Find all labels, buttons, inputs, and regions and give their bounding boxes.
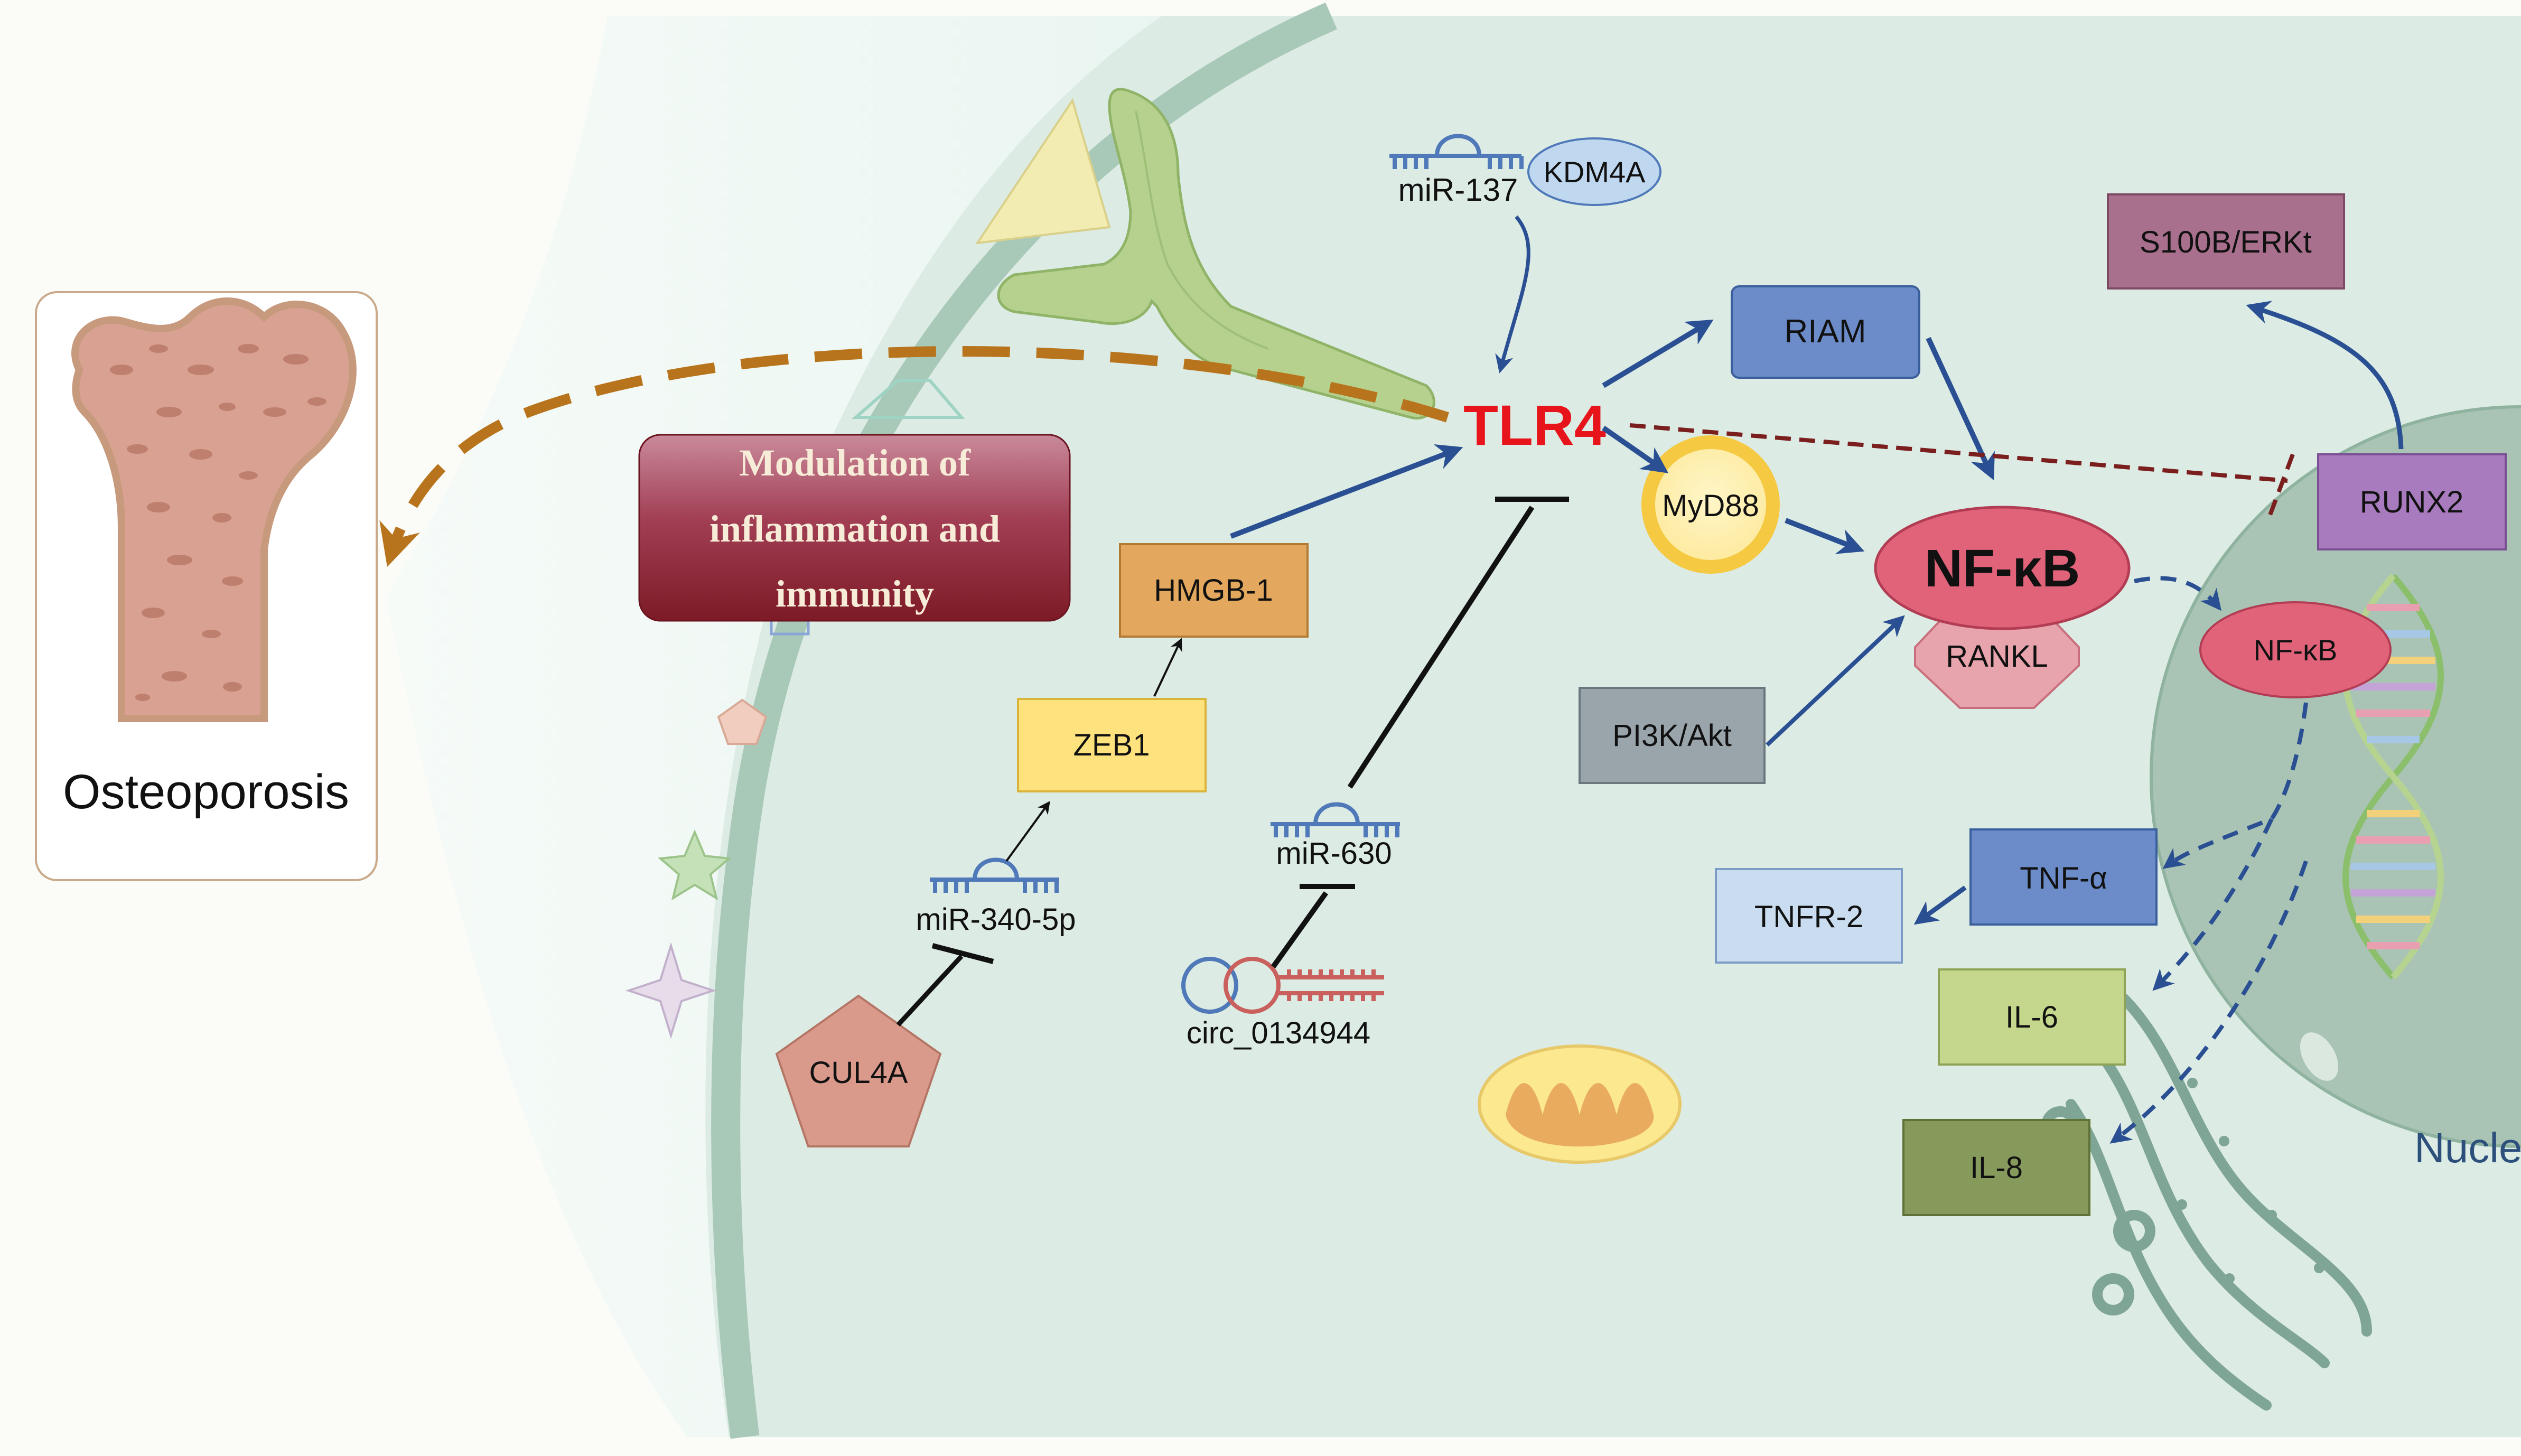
zeb1-node [1017,698,1207,792]
il6-node [1938,968,2126,1066]
mitochondrion [1478,1044,1682,1164]
mir630-inhibits-tlr4-line [1347,506,1535,789]
nfkb-main-node [1874,506,2131,630]
mir340-to-zeb1-arrow [1005,801,1050,862]
tlr4-receptor-icon [997,88,1435,419]
pi3k-akt-node [1579,687,1766,784]
cul4a-inhibits-mir340-line [896,954,964,1027]
circ-label: circ_0134944 [1187,1016,1370,1050]
myd88-label: MyD88 [1662,489,1759,523]
modulation-line1: Modulation of [739,442,971,484]
kdm4a-to-tlr4-arrow [1495,215,1530,374]
mir-630-label: miR-630 [1276,836,1392,871]
sparkle-ligand-icon [625,942,717,1039]
myd88-to-nfkb-arrow [1785,518,1865,554]
endoplasmic-reticulum [2041,993,2372,1411]
tnfr2-label: TNFR-2 [1754,900,1863,934]
hmgb1-node [1119,543,1309,638]
nfkb-main-label: NF-κB [1925,539,2080,598]
bone-icon [71,297,357,722]
tnfa-to-tnfr2-arrow [1913,885,1967,925]
tlr4-to-myd88-arrow [1602,425,1669,473]
tnfr2-node [1715,868,1903,964]
myd88-node [1641,435,1780,574]
mir-137-label: miR-137 [1398,172,1518,208]
modulation-line3: immunity [776,573,934,615]
star-ligand-icon [658,829,732,901]
nfkb-to-il6-dashed-arrow [2152,818,2274,991]
pentagon-ligand-icon [717,698,768,745]
mir-630-icon [1271,802,1400,837]
cul4a-inhibition-bar [931,943,994,964]
circrna-icon [1181,957,1384,1014]
trapezoid-ligand-icon [852,379,965,419]
kdm4a-label: KDM4A [1544,155,1646,189]
nucleolus [2300,1032,2339,1081]
cul4a-label: CUL4A [809,1056,908,1090]
ribosomes [2177,1078,2324,1284]
mir-137-icon [1389,134,1524,169]
il8-node [1902,1119,2090,1216]
pi3k-akt-label: PI3K/Akt [1612,718,1732,753]
riam-node [1731,285,1920,379]
modulation-box [638,434,1071,622]
riam-to-nfkb-arrow [1926,337,1995,481]
tlr4-label: TLR4 [1463,393,1606,457]
nucleus-label: Nucleus [2414,1124,2521,1171]
tlr4-to-osteoporosis-arrow [379,346,1449,567]
mir-340-label: miR-340-5p [916,902,1076,937]
tnfa-label: TNF-α [2020,861,2107,895]
nfkb-nuclear-label: NF-κB [2254,633,2338,667]
hmgb1-label: HMGB-1 [1154,573,1273,608]
riam-label: RIAM [1785,313,1866,350]
cul4a-node [775,994,942,1147]
runx2-to-s100b-arrow [2246,301,2404,450]
tlr4-to-riam-arrow [1602,319,1714,388]
tnfa-node [1969,828,2158,926]
tlr4-runx2-dashed-line [1629,423,2288,483]
triangle-ligand-icon [975,98,1111,245]
nfkb-to-il8-dashed-arrow [2109,860,2308,1144]
tlr4-runx2-inhibition-bar [2267,453,2295,519]
hmgb1-to-tlr4-arrow [1230,444,1463,539]
nfkb-nuclear-node [2199,601,2392,698]
il8-label: IL-8 [1970,1151,2023,1185]
zeb1-to-hmgb1-arrow [1153,638,1182,697]
osteoporosis-label: Osteoporosis [63,765,349,819]
s100b-label: S100B/ERKt [2140,225,2312,259]
s100b-node [2107,193,2345,290]
modulation-line2: inflammation and [709,508,1000,550]
pi3k-to-nfkb-arrow [1766,615,1905,746]
nfkb-to-nucleus-dashed-arrow [2134,576,2222,611]
zeb1-label: ZEB1 [1073,728,1150,762]
mir-340-icon [930,857,1059,893]
runx2-label: RUNX2 [2360,485,2464,519]
circ-inhibits-mir630-line [1271,891,1329,968]
runx2-node [2317,453,2507,550]
il6-label: IL-6 [2005,1000,2058,1034]
kdm4a-node [1527,137,1661,206]
rankl-label: RANKL [1946,639,2048,674]
nucleus [2150,405,2521,1148]
